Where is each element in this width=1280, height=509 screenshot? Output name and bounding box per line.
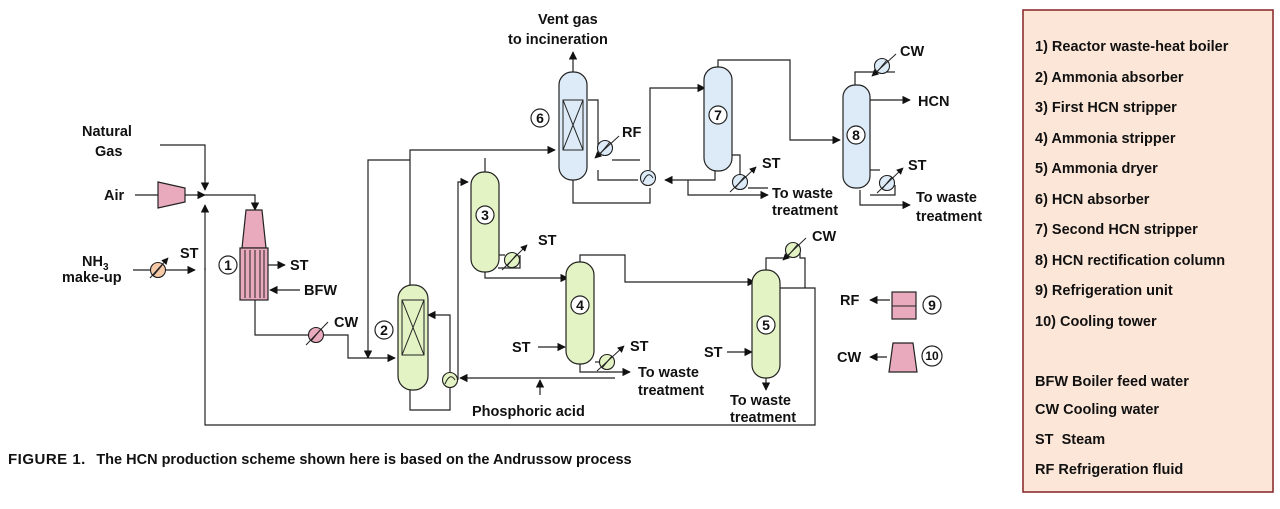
svg-text:5: 5 [762,317,770,333]
to-waste-4-label-2: treatment [638,383,704,399]
legend-unit-9: 9) Refrigeration unit [1035,283,1173,299]
unit-marker-6: 6 [530,108,550,128]
svg-text:7: 7 [714,107,722,123]
refrigeration-unit [891,291,917,320]
to-waste-4-label: To waste [638,365,699,381]
unit-marker-8: 8 [846,125,866,145]
legend-unit-1: 1) Reactor waste-heat boiler [1035,39,1229,55]
natural-gas-label-2: Gas [95,144,122,160]
cooling-tower [888,342,918,373]
legend-abbr-rf: RF Refrigeration fluid [1035,462,1183,478]
cw-unit-label: CW [837,350,861,366]
svg-text:10: 10 [925,349,939,363]
col6-rf-exchanger [594,135,620,159]
absorber2-exchanger [441,371,459,389]
st-nh3-label: ST [180,246,199,262]
legend-unit-2: 2) Ammonia absorber [1035,70,1184,86]
col5-condenser [782,237,807,261]
st-col7-label: ST [762,156,781,172]
nh3-label: NH3 [82,254,109,273]
rf-unit-label: RF [840,293,859,309]
legend-abbr-bfw: BFW Boiler feed water [1035,374,1189,390]
to-waste-7-label-2: treatment [772,203,838,219]
legend-abbr-st: ST Steam [1035,432,1105,448]
legend-unit-7: 7) Second HCN stripper [1035,222,1198,238]
legend-abbr-cw: CW Cooling water [1035,402,1159,418]
heat-exchangers [149,53,904,389]
legend-unit-10: 10) Cooling tower [1035,314,1157,330]
unit-marker-4: 4 [570,295,590,315]
legend-unit-3: 3) First HCN stripper [1035,100,1177,116]
unit-number-markers: 1 2 3 4 5 6 7 8 [218,105,943,367]
to-waste-8-label-2: treatment [916,209,982,225]
st-col4-in-label: ST [512,340,531,356]
st-col5-label: ST [704,345,723,361]
svg-text:4: 4 [576,297,584,313]
st-col3-label: ST [538,233,557,249]
unit-marker-10: 10 [921,345,943,367]
to-waste-7-label: To waste [772,186,833,202]
phosphoric-acid-label: Phosphoric acid [472,404,585,420]
to-waste-5-label: To waste [730,393,791,409]
col8-condenser [871,53,897,77]
unit-marker-5: 5 [756,315,776,335]
svg-text:3: 3 [481,207,489,223]
svg-text:9: 9 [928,297,936,313]
cw-cooler-label: CW [334,315,358,331]
vent-gas-label: Vent gas [538,12,598,28]
legend-unit-5: 5) Ammonia dryer [1035,161,1158,177]
col8-reboiler [876,167,904,194]
legend-box: 1) Reactor waste-heat boiler 2) Ammonia … [1022,9,1274,493]
cw-col5-label: CW [812,229,836,245]
unit-marker-1: 1 [218,255,238,275]
legend-unit-8: 8) HCN rectification column [1035,253,1225,269]
air-compressor [157,181,186,209]
hcn-label: HCN [918,94,949,110]
stream-labels: Vent gas to incineration Natural Gas Air… [62,12,982,426]
reactor-waste-heat-boiler [239,209,269,301]
unit-marker-3: 3 [475,205,495,225]
gas-cooler-exchanger [305,321,329,346]
st-col8-label: ST [908,158,927,174]
to-waste-5-label-2: treatment [730,410,796,426]
legend-unit-4: 4) Ammonia stripper [1035,131,1176,147]
natural-gas-label: Natural [82,124,132,140]
col7-reboiler [729,166,757,193]
svg-text:8: 8 [852,127,860,143]
col6-7-exchanger [639,169,657,187]
air-label: Air [104,188,125,204]
hcn-absorber [558,71,588,181]
vent-gas-label-2: to incineration [508,32,608,48]
ammonia-absorber [397,284,429,391]
col3-reboiler [501,244,528,271]
st-boiler-label: ST [290,258,309,274]
unit-marker-2: 2 [374,320,394,340]
piping [133,51,911,426]
col4-reboiler [596,345,625,372]
svg-text:2: 2 [380,322,388,338]
to-waste-8-label: To waste [916,190,977,206]
svg-text:6: 6 [536,110,544,126]
figure-caption-text: The HCN production scheme shown here is … [96,452,631,468]
rf-absorber-label: RF [622,125,641,141]
cw-col8-label: CW [900,44,924,60]
figure-number: FIGURE 1. [8,451,86,468]
unit-marker-9: 9 [922,295,942,315]
st-col4-reb-label: ST [630,339,649,355]
figure-caption: FIGURE 1. The HCN production scheme show… [8,451,632,468]
svg-text:1: 1 [224,257,232,273]
legend-unit-6: 6) HCN absorber [1035,192,1150,208]
nh3-preheater-exchanger [149,257,169,279]
bfw-label: BFW [304,283,337,299]
unit-marker-7: 7 [708,105,728,125]
makeup-label: make-up [62,270,122,286]
